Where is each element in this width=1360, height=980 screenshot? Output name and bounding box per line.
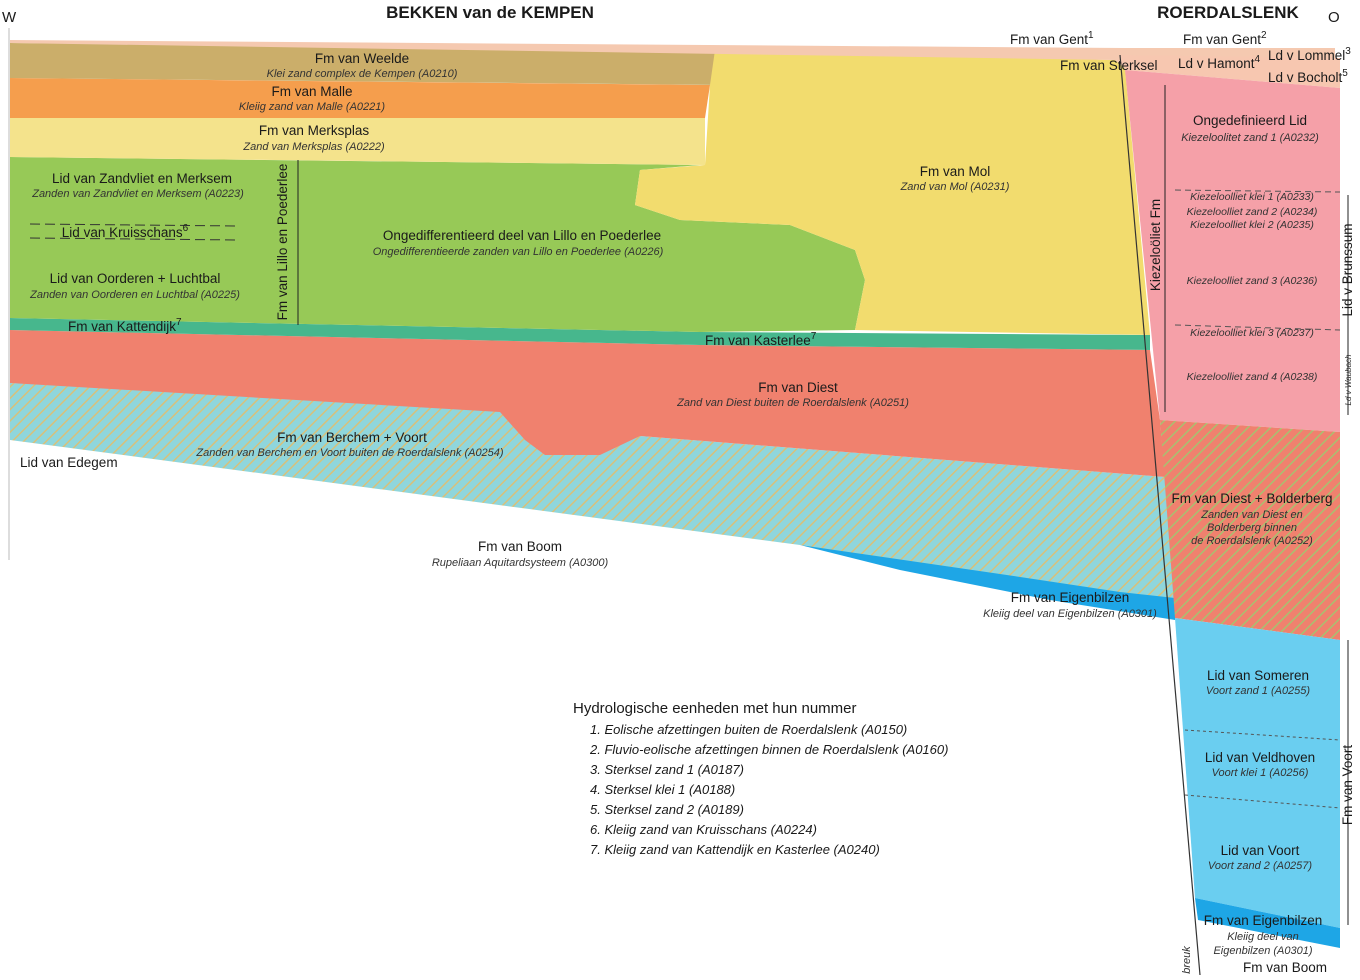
label-zandvliet: Lid van Zandvliet en Merksem [52, 171, 232, 186]
code-eigenbilzen: Kleiig deel van Eigenbilzen (A0301) [983, 608, 1157, 620]
label-bocholt: Ld v Bocholt5 [1268, 68, 1348, 85]
label-hamont: Ld v Hamont4 [1178, 54, 1261, 71]
layer-kiezeloolit [1125, 70, 1340, 432]
label-weelde: Fm van Weelde [315, 51, 409, 66]
code-db-1: Zanden van Diest en [1200, 509, 1303, 521]
fault-line [1119, 54, 1201, 976]
layer-eigenbilzen [800, 545, 1175, 620]
label-edegem: Lid van Edegem [20, 455, 118, 470]
label-klei1: Kiezeloolliet klei 1 (A0233) [1190, 191, 1314, 203]
legend-item: 6. Kleiig zand van Kruisschans (A0224) [590, 822, 817, 837]
label-kasterlee: Fm van Kasterlee7 [705, 331, 817, 348]
code-someren: Voort zand 1 (A0255) [1206, 685, 1310, 697]
layer-malle [10, 78, 710, 118]
label-lillo-poederlee: Fm van Lillo en Poederlee [275, 164, 290, 321]
legend-item: 7. Kleiig zand van Kattendijk en Kasterl… [590, 842, 880, 857]
label-lommel: Ld v Lommel3 [1268, 46, 1351, 63]
label-diest-bolderberg: Fm van Diest + Bolderberg [1172, 491, 1333, 506]
layer-lillo [10, 157, 865, 332]
code-eigenbilzen-r2: Eigenbilzen (A0301) [1213, 945, 1312, 957]
code-db-3: de Roerdalslenk (A0252) [1191, 535, 1313, 547]
label-zand3: Kiezeloolliet zand 3 (A0236) [1187, 275, 1318, 287]
label-kiezeloolit-fm: Kiezeloöliet Fm [1148, 199, 1163, 291]
code-berchem: Zanden van Berchem en Voort buiten de Ro… [195, 447, 504, 459]
legend-title: Hydrologische eenheden met hun nummer [573, 700, 857, 717]
label-someren: Lid van Someren [1207, 668, 1309, 683]
divider [1184, 729, 1341, 741]
west-label: W [2, 9, 17, 26]
layer-diest [10, 330, 1165, 477]
label-gent-right: Fm van Gent2 [1183, 30, 1267, 47]
label-klei3: Kiezeloolliet klei 3 (A0237) [1190, 327, 1314, 339]
kruisschans-lens [29, 223, 241, 227]
layer-diest-bolderberg [1160, 420, 1340, 640]
label-brunssum: Lid v Brunssum [1340, 223, 1355, 316]
divider [1174, 189, 1341, 193]
code-voort-lid: Voort zand 2 (A0257) [1208, 860, 1312, 872]
label-sterksel: Fm van Sterksel [1060, 58, 1158, 73]
label-waubach: Ld v Waubach [1344, 354, 1353, 406]
legend-item: 5. Sterksel zand 2 (A0189) [590, 802, 744, 817]
label-klei2: Kiezeloolliet klei 2 (A0235) [1190, 219, 1314, 231]
label-ongedefinieerd: Ongedefinieerd Lid [1193, 113, 1307, 128]
code-eigenbilzen-r1: Kleiig deel van [1227, 931, 1299, 943]
legend-item: 3. Sterksel zand 1 (A0187) [590, 762, 744, 777]
graben-title: ROERDALSLENK [1157, 3, 1299, 22]
code-veldhoven: Voort klei 1 (A0256) [1212, 767, 1309, 779]
code-ongedefinieerd: Kiezeloolitet zand 1 (A0232) [1181, 132, 1319, 144]
legend-item: 2. Fluvio-eolische afzettingen binnen de… [589, 742, 948, 757]
kruisschans-lens [29, 237, 241, 241]
code-oorderen: Zanden van Oorderen en Luchtbal (A0225) [29, 289, 240, 301]
code-merksplas: Zand van Merksplas (A0222) [242, 141, 385, 153]
label-diest: Fm van Diest [758, 380, 838, 395]
label-veldhoven: Lid van Veldhoven [1205, 750, 1315, 765]
code-db-2: Bolderberg binnen [1207, 522, 1297, 534]
label-lillo: Ongedifferentieerd deel van Lillo en Poe… [383, 228, 661, 243]
layer-merksplas [10, 118, 705, 165]
divider [1174, 324, 1341, 331]
label-eigenbilzen-r: Fm van Eigenbilzen [1204, 913, 1323, 928]
code-weelde: Klei zand complex de Kempen (A0210) [267, 68, 458, 80]
layer-berchem [10, 383, 1175, 615]
label-mol: Fm van Mol [920, 164, 991, 179]
east-label: O [1328, 9, 1340, 26]
label-kattendijk: Fm van Kattendijk7 [68, 317, 182, 334]
layer-roerdal-top [1120, 55, 1340, 88]
label-breuk: breuk [1181, 946, 1193, 974]
label-zand4: Kiezeloolliet zand 4 (A0238) [1187, 371, 1318, 383]
code-diest: Zand van Diest buiten de Roerdalslenk (A… [676, 397, 909, 409]
layer-eigenbilzen-right [1195, 898, 1340, 948]
layer-kattendijk [10, 318, 1150, 350]
label-gent-left: Fm van Gent1 [1010, 30, 1094, 47]
label-berchem: Fm van Berchem + Voort [277, 430, 427, 445]
layer-weelde [10, 43, 720, 85]
layer-mol [635, 50, 1150, 335]
basin-title: BEKKEN van de KEMPEN [386, 3, 594, 22]
layer-gent-left [10, 40, 1335, 68]
layer-voort [1175, 618, 1340, 928]
divider [1184, 794, 1341, 809]
code-lillo: Ongedifferentieerde zanden van Lillo en … [373, 246, 664, 258]
label-eigenbilzen: Fm van Eigenbilzen [1011, 590, 1130, 605]
code-boom: Rupeliaan Aquitardsysteem (A0300) [432, 557, 609, 569]
label-boom: Fm van Boom [478, 539, 562, 554]
label-oorderen: Lid van Oorderen + Luchtbal [50, 271, 221, 286]
label-zand2: Kiezeloolliet zand 2 (A0234) [1187, 206, 1318, 218]
label-voort-lid: Lid van Voort [1221, 843, 1300, 858]
legend-item: 1. Eolische afzettingen buiten de Roerda… [590, 722, 907, 737]
label-fm-voort: Fm van Voort [1340, 745, 1355, 826]
label-merksplas: Fm van Merksplas [259, 123, 370, 138]
label-boom-r: Fm van Boom [1243, 960, 1327, 975]
label-malle: Fm van Malle [271, 84, 352, 99]
code-mol: Zand van Mol (A0231) [900, 181, 1010, 193]
code-zandvliet: Zanden van Zandvliet en Merksem (A0223) [31, 188, 244, 200]
legend-item: 4. Sterksel klei 1 (A0188) [590, 782, 735, 797]
label-kruisschans: Lid van Kruisschans6 [62, 223, 189, 240]
code-malle: Kleiig zand van Malle (A0221) [239, 101, 385, 113]
